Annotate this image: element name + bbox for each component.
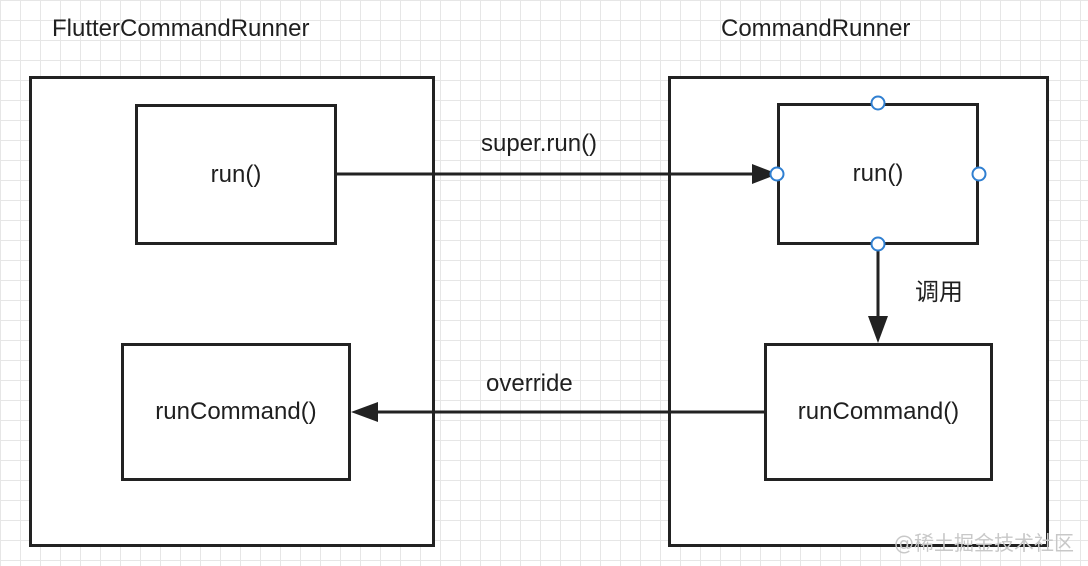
right-run-label: run() bbox=[852, 160, 904, 187]
left-run-box[interactable]: run() bbox=[135, 104, 337, 245]
edge-super-run-label: super.run() bbox=[481, 130, 598, 157]
right-runcommand-box[interactable]: runCommand() bbox=[764, 343, 993, 481]
right-run-box[interactable]: run() bbox=[777, 103, 979, 245]
left-runcommand-box[interactable]: runCommand() bbox=[121, 343, 351, 481]
right-runcommand-label: runCommand() bbox=[797, 398, 960, 425]
left-container-title: FlutterCommandRunner bbox=[52, 15, 310, 42]
edge-call-label: 调用 bbox=[915, 279, 963, 306]
left-runcommand-label: runCommand() bbox=[155, 398, 317, 425]
watermark-text: @稀土掘金技术社区 bbox=[894, 531, 1074, 555]
left-run-label: run() bbox=[210, 160, 262, 188]
right-container-title: CommandRunner bbox=[721, 15, 911, 42]
edge-override-label: override bbox=[486, 370, 573, 397]
